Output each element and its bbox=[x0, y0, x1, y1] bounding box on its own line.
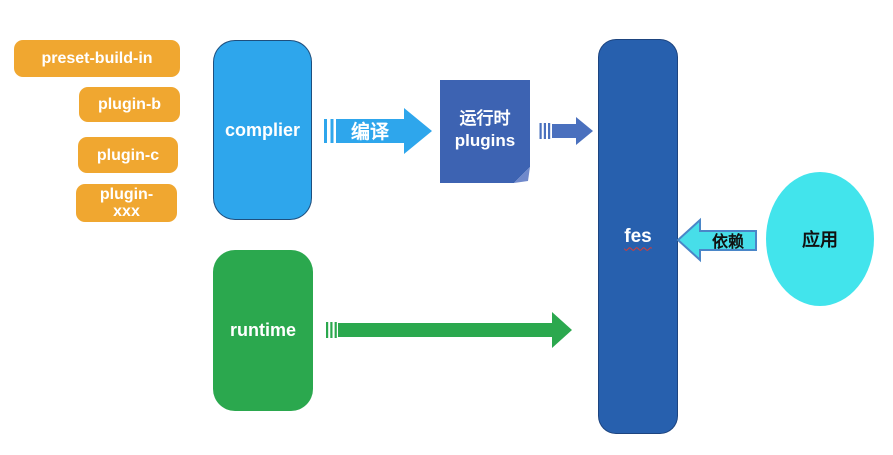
compile-arrow-label: 编译 bbox=[351, 120, 390, 143]
complier-node: complier bbox=[213, 40, 312, 220]
app-label: 应用 bbox=[802, 230, 838, 250]
depend-arrow-icon: 依赖 bbox=[676, 217, 757, 263]
chip-plugin-c: plugin-c bbox=[78, 137, 178, 173]
app-node: 应用 bbox=[766, 172, 874, 306]
plugins-to-fes-arrow-icon bbox=[539, 117, 593, 145]
compile-arrow-icon: 编译 bbox=[324, 108, 432, 154]
fes-node: fes bbox=[598, 39, 678, 434]
chip-plugin-xxx: plugin- xxx bbox=[76, 184, 177, 222]
fes-label: fes bbox=[624, 225, 652, 247]
runtime-label: runtime bbox=[229, 320, 296, 340]
depend-arrow-label: 依赖 bbox=[712, 232, 744, 251]
chip-plugin-b: plugin-b bbox=[79, 87, 180, 122]
runtime-to-fes-arrow-icon bbox=[326, 312, 572, 348]
runtime-plugins-note-icon bbox=[440, 80, 530, 183]
complier-label: complier bbox=[224, 119, 301, 140]
chip-preset-build-in: preset-build-in bbox=[14, 40, 180, 77]
runtime-node: runtime bbox=[213, 250, 313, 411]
